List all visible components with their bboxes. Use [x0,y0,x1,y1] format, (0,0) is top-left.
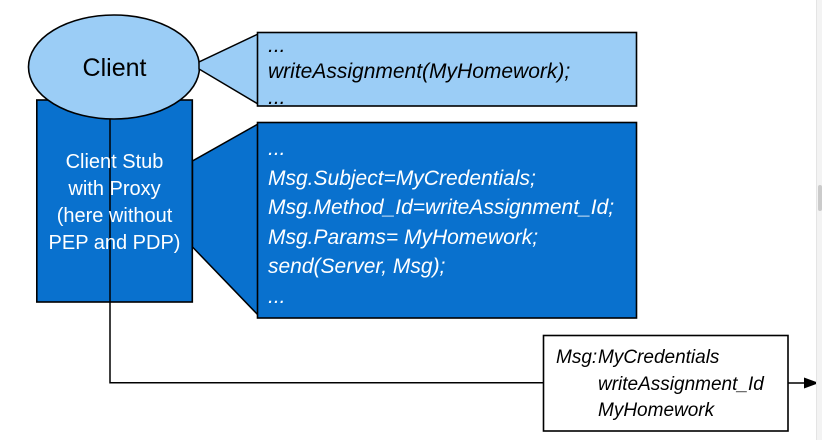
client-stub-line: (here without [56,205,173,227]
client-stub-line: with Proxy [68,178,161,200]
message-box-text: Msg:MyCredentials writeAssignment_Id MyH… [556,345,764,425]
code-line: ... [268,34,286,57]
client-label: Client [82,54,147,82]
client-stub-line: Client Stub [65,151,164,173]
code-line: send(Server, Msg); [268,255,446,278]
code-line: Msg.Params= MyHomework; [268,225,539,249]
code-line: ... [268,284,286,308]
call-callout-code: ... writeAssignment(MyHomework); ... [268,33,570,111]
code-line: ... [268,137,286,160]
code-line: Msg.Method_Id=writeAssignment_Id; [268,196,615,219]
scrollbar-thumb[interactable] [818,185,822,211]
client-stub-box [35,99,194,303]
client-stub-label: Client Stub with Proxy (here without PEP… [37,149,192,257]
scrollbar-track[interactable] [816,0,822,440]
message-value: MyCredentials [598,347,720,368]
code-line: ... [268,86,286,109]
call-callout-box [256,31,638,107]
code-line: writeAssignment(MyHomework); [268,60,571,83]
stub-code-callout-code: ... Msg.Subject=MyCredentials; Msg.Metho… [268,134,614,311]
message-value: writeAssignment_Id [598,373,764,395]
message-box [542,334,789,432]
message-value: MyHomework [598,400,715,421]
arrow-head-icon [804,377,819,389]
client-stub-line: PEP and PDP) [48,232,181,254]
message-line: Msg:MyCredentials [556,345,764,372]
call-callout-pointer [198,32,259,106]
stub-code-callout-box [256,121,638,319]
code-line: Msg.Subject=MyCredentials; [268,166,536,190]
connector-line [109,119,544,384]
message-label: Msg: [556,347,598,368]
stub-code-callout-pointer [191,122,259,317]
